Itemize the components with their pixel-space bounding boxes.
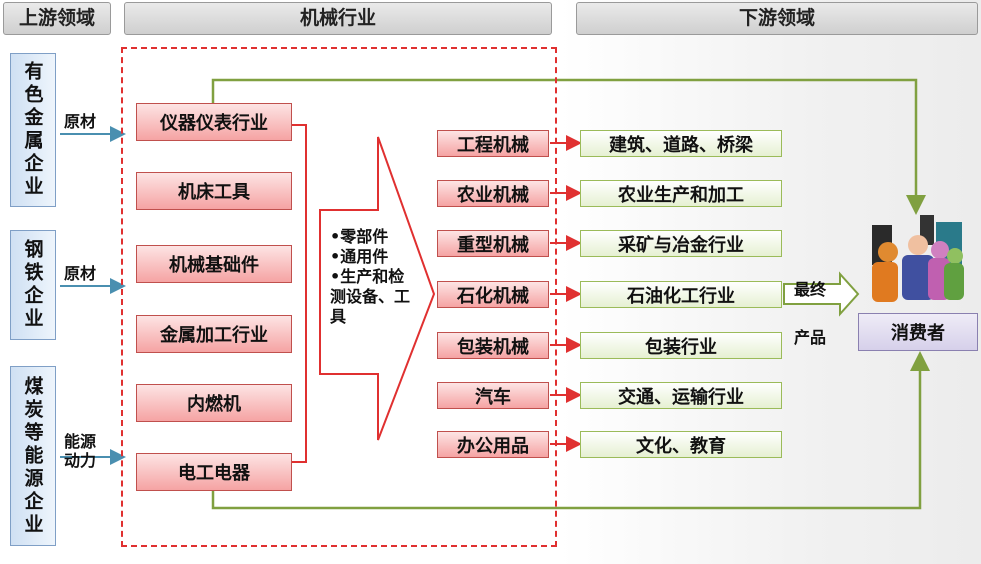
downstream-box: 农业生产和加工	[580, 180, 782, 207]
upstream-steel: 钢铁企业	[10, 230, 56, 340]
sub-industry-box: 金属加工行业	[136, 315, 292, 353]
machinery-type-box: 农业机械	[437, 180, 549, 207]
machinery-type-box: 石化机械	[437, 281, 549, 308]
final-product-label: 最终 产品	[794, 280, 827, 347]
machinery-type-box: 包装机械	[437, 332, 549, 359]
downstream-box: 文化、教育	[580, 431, 782, 458]
flow-label-2: 原材	[64, 264, 97, 283]
machinery-type-box: 工程机械	[437, 130, 549, 157]
bracket-line	[292, 124, 307, 463]
green-path-bottom	[211, 351, 930, 510]
flow-label-3: 能源 动力	[64, 432, 97, 470]
upstream-nonferrous: 有色金属企业	[10, 53, 56, 207]
upstream-energy: 煤炭等能源企业	[10, 366, 56, 546]
machinery-region	[121, 47, 557, 547]
flow-label-1: 原材	[64, 112, 97, 131]
machinery-type-box: 汽车	[437, 382, 549, 409]
components-text: •零部件 •通用件 •生产和检测设备、工具	[330, 227, 411, 326]
consumer-crowd-icon	[872, 215, 964, 302]
machinery-type-box: 重型机械	[437, 230, 549, 257]
downstream-box: 交通、运输行业	[580, 382, 782, 409]
downstream-box: 包装行业	[580, 332, 782, 359]
downstream-box: 石油化工行业	[580, 281, 782, 308]
sub-industry-box: 内燃机	[136, 384, 292, 422]
header-machinery: 机械行业	[124, 2, 552, 35]
final-product-arrow	[783, 271, 860, 317]
sub-industry-box: 机械基础件	[136, 245, 292, 283]
consumer-box: 消费者	[858, 313, 978, 351]
sub-industry-box: 仪器仪表行业	[136, 103, 292, 141]
header-downstream: 下游领域	[576, 2, 978, 35]
downstream-box: 采矿与冶金行业	[580, 230, 782, 257]
green-path-top	[211, 78, 926, 215]
machinery-type-box: 办公用品	[437, 431, 549, 458]
header-upstream: 上游领域	[3, 2, 111, 35]
big-arrow	[319, 136, 436, 441]
downstream-box: 建筑、道路、桥梁	[580, 130, 782, 157]
sub-industry-box: 电工电器	[136, 453, 292, 491]
sub-industry-box: 机床工具	[136, 172, 292, 210]
